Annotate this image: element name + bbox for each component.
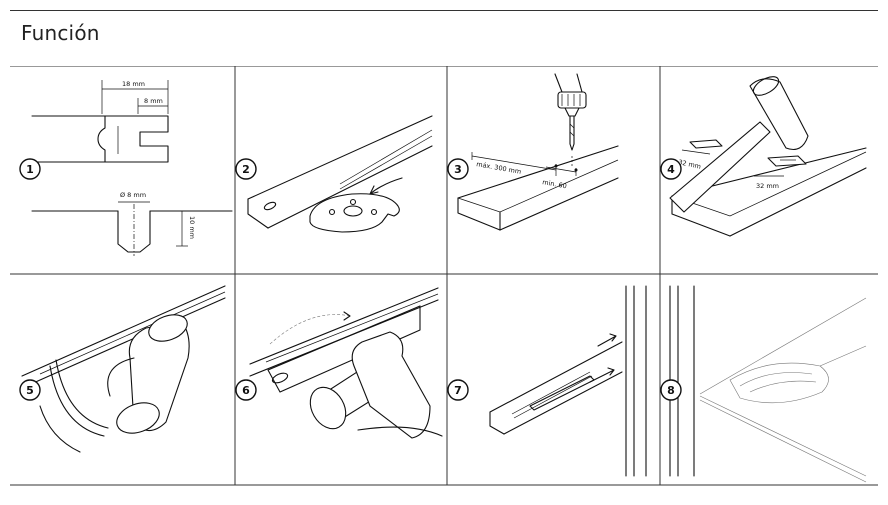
step-badge-6: 6	[235, 379, 257, 401]
page-title: Función	[21, 21, 100, 45]
dim-max-spacing: máx. 300 mm	[476, 160, 522, 176]
step-1-panel: 18 mm 8 mm Ø 8 mm 10 mm	[31, 80, 233, 256]
step-number: 3	[454, 163, 462, 176]
step-number: 1	[26, 163, 34, 176]
step-badge-1: 1	[19, 158, 41, 180]
step-number: 8	[667, 384, 675, 397]
step-badge-5: 5	[19, 379, 41, 401]
dim-drill-diameter: Ø 8 mm	[120, 191, 146, 199]
step-8-panel	[699, 297, 867, 483]
step-7-panel	[489, 285, 695, 477]
step-badge-2: 2	[235, 158, 257, 180]
dim-drill-depth: 10 mm	[188, 216, 196, 239]
step-4-panel: 32 mm 32 mm	[669, 76, 867, 237]
instruction-grid: 18 mm 8 mm Ø 8 mm 10 mm	[10, 66, 878, 486]
step-number: 6	[242, 384, 250, 397]
top-rule	[10, 10, 878, 11]
step-5-panel	[21, 285, 226, 453]
step-number: 4	[667, 163, 675, 176]
step-2-panel	[247, 115, 433, 233]
step-number: 5	[26, 384, 34, 397]
step-badge-3: 3	[447, 158, 469, 180]
step-badge-4: 4	[660, 158, 682, 180]
dim-offset-b: 32 mm	[756, 182, 779, 190]
step-badge-7: 7	[447, 379, 469, 401]
dim-width-total: 18 mm	[122, 80, 145, 88]
step-3-panel: máx. 300 mm min. 60	[457, 73, 619, 231]
dim-width-inner: 8 mm	[144, 97, 163, 105]
grid-lines	[10, 66, 878, 486]
step-6-panel	[249, 287, 443, 439]
step-badge-8: 8	[660, 379, 682, 401]
dim-min-edge: min. 60	[542, 178, 568, 190]
step-number: 2	[242, 163, 250, 176]
step-number: 7	[454, 384, 462, 397]
